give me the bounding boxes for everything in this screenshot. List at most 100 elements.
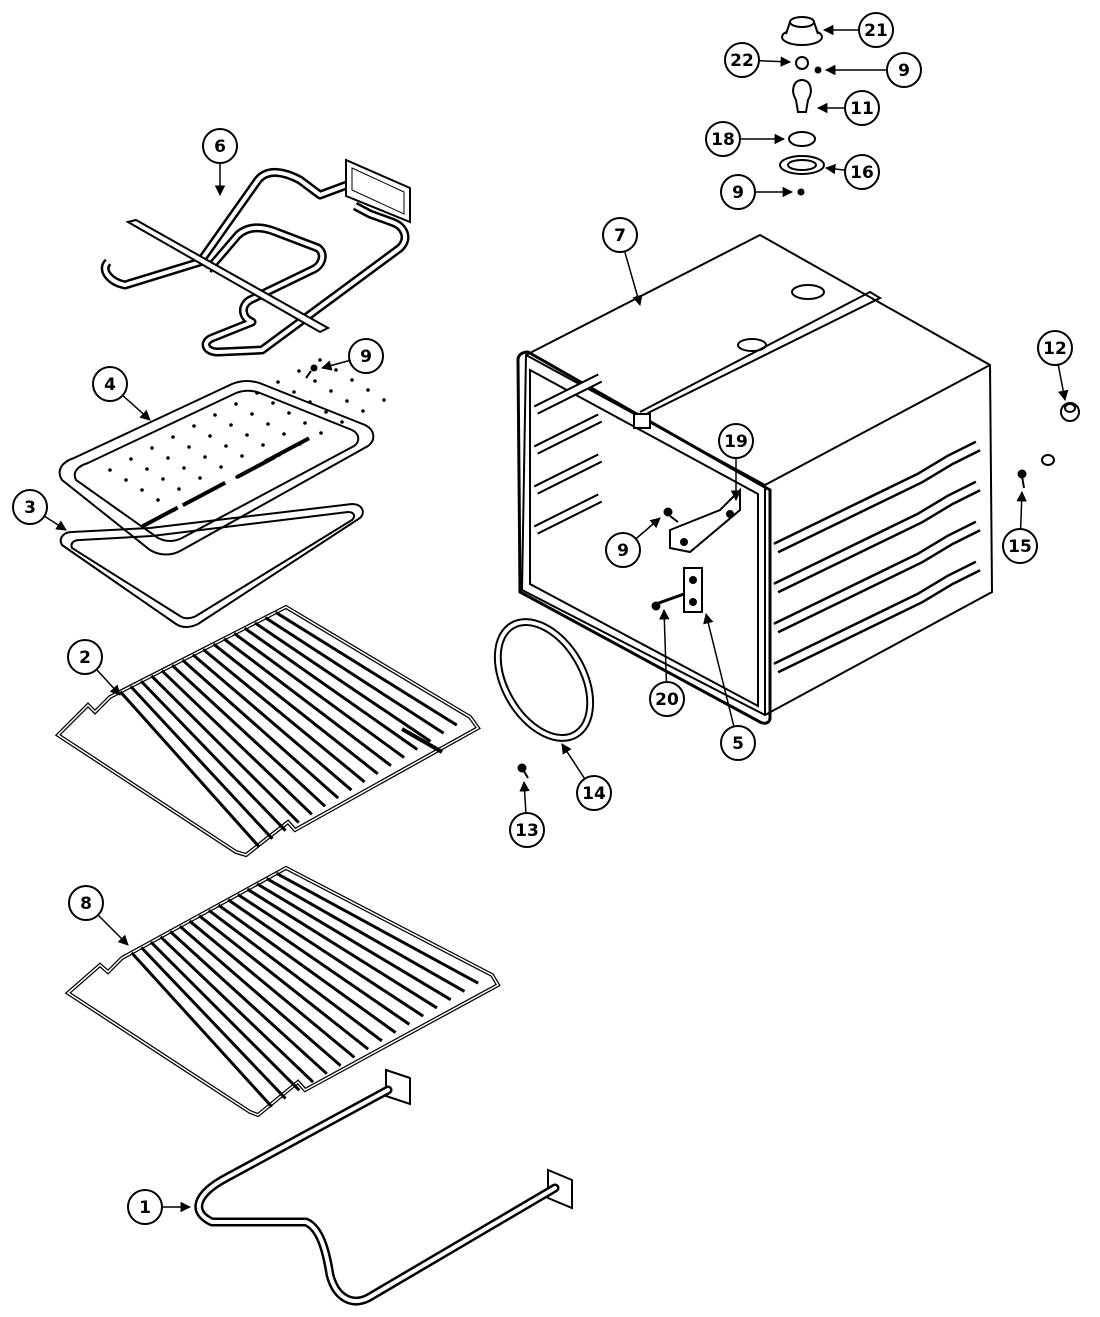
perforation: [256, 464, 260, 468]
rack-bar: [236, 893, 424, 1018]
perforation: [282, 432, 286, 436]
callout-12: 12: [1037, 330, 1073, 366]
callout-number: 14: [582, 784, 606, 804]
callout-number: 22: [730, 51, 754, 71]
perforation: [298, 442, 302, 446]
screw-icon: [305, 364, 318, 379]
callout-leader-20: [659, 608, 670, 683]
perforation: [313, 379, 317, 383]
callout-number: 9: [360, 347, 372, 367]
callout-9: 9: [605, 532, 641, 568]
perforation: [208, 434, 212, 438]
bolt-icon: [651, 592, 685, 611]
callout-leader-15: [1016, 490, 1027, 530]
perforation: [276, 380, 280, 384]
rack-bar: [169, 930, 328, 1075]
callout-number: 21: [864, 21, 888, 41]
rack-bar: [178, 925, 342, 1067]
callout-leader-3: [43, 515, 67, 531]
perforation: [240, 454, 244, 458]
rack-bar: [139, 680, 287, 832]
callout-9: 9: [886, 52, 922, 88]
callout-7: 7: [602, 217, 638, 253]
rack-bar: [159, 935, 315, 1084]
perforation: [329, 389, 333, 393]
callout-20: 20: [649, 681, 685, 717]
rack-bar: [246, 887, 438, 1010]
latch-plate: [683, 567, 703, 613]
perforation: [187, 445, 191, 449]
callout-number: 9: [732, 183, 744, 203]
callout-number: 13: [515, 821, 539, 841]
callout-18: 18: [705, 121, 741, 157]
perforation: [192, 424, 196, 428]
callout-11: 11: [844, 90, 880, 126]
callout-6: 6: [202, 128, 238, 164]
perforation: [198, 476, 202, 480]
callout-leader-16: [824, 163, 846, 175]
perforation: [340, 420, 344, 424]
callout-5: 5: [720, 725, 756, 761]
rack-bar: [243, 626, 419, 751]
perforation: [234, 402, 238, 406]
rack-bar: [212, 642, 379, 776]
perforation: [161, 477, 165, 481]
perforation: [319, 431, 323, 435]
callout-15: 15: [1002, 528, 1038, 564]
perforation: [129, 457, 133, 461]
perforation: [108, 468, 112, 472]
bracket: [669, 487, 741, 554]
callout-number: 12: [1043, 339, 1067, 359]
perforation: [171, 435, 175, 439]
callout-number: 15: [1008, 537, 1032, 557]
callout-number: 20: [655, 690, 679, 710]
screw-icon: [1017, 469, 1027, 489]
rack-bar: [264, 616, 445, 735]
rack-guide-inner: [534, 495, 602, 533]
perforation: [255, 391, 259, 395]
perforation: [177, 487, 181, 491]
perforation: [229, 423, 233, 427]
callout-leader-12: [1057, 364, 1069, 402]
callout-3: 3: [12, 489, 48, 525]
callout-16: 16: [844, 154, 880, 190]
perforation: [297, 369, 301, 373]
callout-number: 6: [214, 137, 226, 157]
perforation: [182, 466, 186, 470]
perforation: [308, 400, 312, 404]
perforation: [124, 478, 128, 482]
leader-lines: [43, 24, 1069, 1213]
callout-number: 5: [732, 734, 744, 754]
perforation: [382, 398, 386, 402]
callout-14: 14: [576, 775, 612, 811]
callout-13: 13: [509, 812, 545, 848]
perforation: [318, 358, 322, 362]
callout-leader-2: [95, 668, 121, 696]
rack-bar: [227, 898, 411, 1026]
perforation: [156, 498, 160, 502]
perforation: [219, 465, 223, 469]
perforation: [250, 412, 254, 416]
rack-bar: [198, 914, 370, 1051]
rack-bar: [254, 621, 432, 743]
callout-leader-4: [122, 394, 151, 421]
rack-guide-inner: [774, 442, 980, 552]
perforation: [334, 368, 338, 372]
perforation: [266, 422, 270, 426]
screw-icon: [517, 763, 529, 779]
callout-9: 9: [348, 338, 384, 374]
rack-bar: [274, 611, 458, 727]
callout-leader-8: [97, 914, 129, 946]
rack-bar: [150, 674, 300, 824]
callout-leader-13: [519, 780, 530, 814]
callout-number: 4: [104, 375, 116, 395]
perforation: [277, 453, 281, 457]
callout-number: 8: [80, 894, 92, 914]
rack-bar: [149, 941, 301, 1092]
rack-bar: [191, 653, 353, 792]
broiler-pan-insert: [58, 358, 386, 556]
callout-number: 16: [850, 163, 874, 183]
callout-leader-14: [561, 743, 586, 780]
callout-19: 19: [718, 423, 754, 459]
